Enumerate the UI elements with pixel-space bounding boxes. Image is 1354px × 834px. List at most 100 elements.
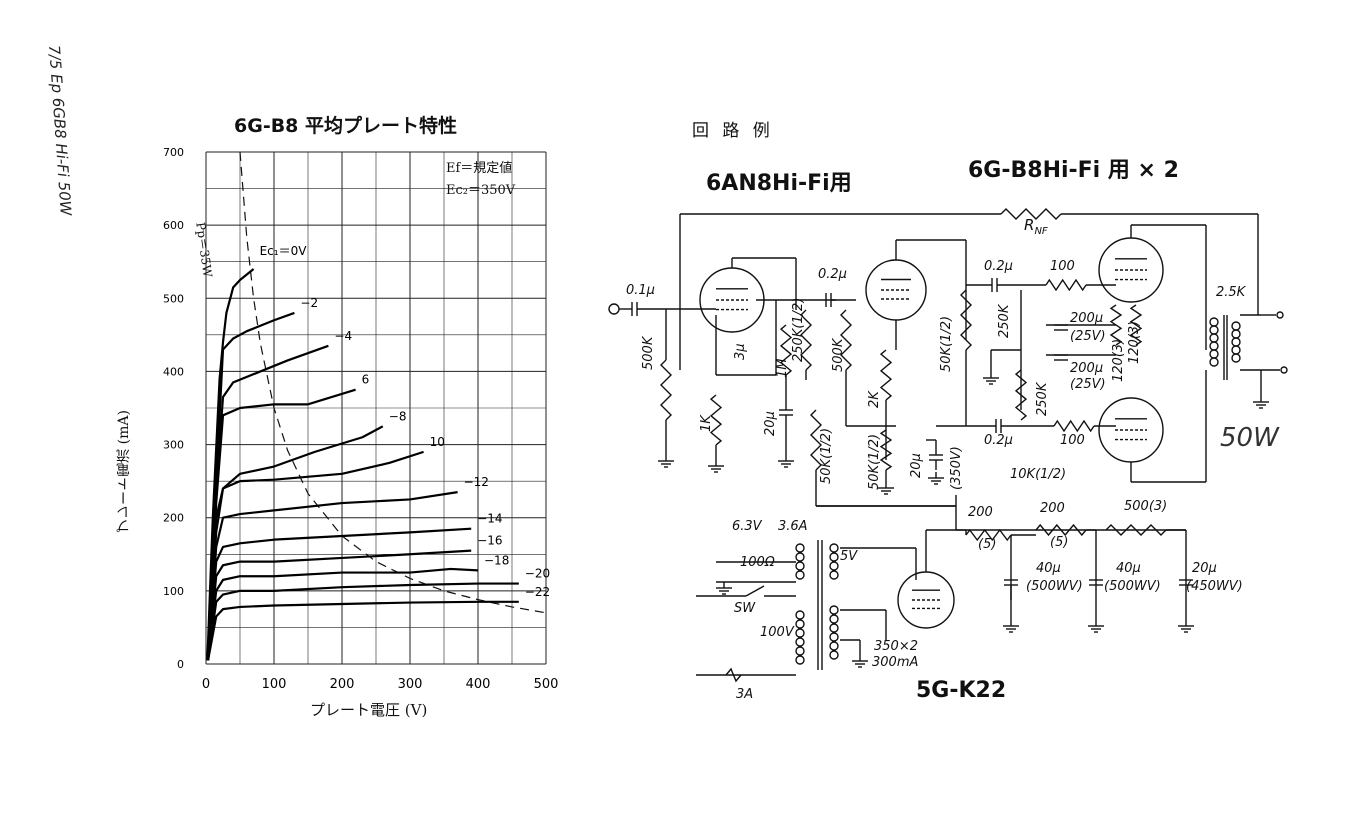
component-label: 2.5K xyxy=(1216,285,1246,300)
component-label: 350×2 xyxy=(874,639,918,654)
x-tick-label: 500 xyxy=(534,677,559,692)
transformer-coil xyxy=(795,610,805,620)
y-tick-label: 600 xyxy=(163,219,184,232)
transformer-coil xyxy=(829,614,839,624)
component-label: 300mA xyxy=(872,655,919,670)
component-label: (25V) xyxy=(1070,329,1106,344)
curve-line xyxy=(206,388,356,661)
schematic-drawing xyxy=(608,208,1288,683)
resistor xyxy=(810,409,822,471)
transformer-coil xyxy=(1209,317,1219,327)
curve-label: −4 xyxy=(334,329,352,343)
component-label: 6.3V xyxy=(732,519,762,534)
curve-label: −8 xyxy=(389,409,407,423)
circuit-heading: 回 路 例 xyxy=(692,121,774,141)
transformer-coil xyxy=(829,552,839,562)
curve-label: −14 xyxy=(477,512,502,526)
transformer-coil xyxy=(829,632,839,642)
component-label: (25V) xyxy=(1070,377,1106,392)
curve-line xyxy=(206,549,472,661)
curve-line xyxy=(206,344,329,661)
component-label: 500(3) xyxy=(1124,499,1168,514)
transformer-coil xyxy=(829,650,839,660)
resistor xyxy=(1105,524,1167,536)
output-terminal-icon xyxy=(1276,311,1284,319)
transformer-coil xyxy=(1209,357,1219,367)
component-label: 10K(1/2) xyxy=(1010,467,1067,482)
stage1-tube-label: 6AN8Hi-Fi用 xyxy=(706,171,852,196)
component-label: (5) xyxy=(1050,535,1069,550)
transformer-coil xyxy=(1231,321,1241,331)
resistor xyxy=(1035,523,1087,537)
output-power-note: 50W xyxy=(1220,423,1279,453)
dissipation-curve xyxy=(239,151,547,614)
x-tick-label: 400 xyxy=(466,677,491,692)
resistor xyxy=(1014,369,1028,421)
x-tick-label: 200 xyxy=(330,677,355,692)
resistor xyxy=(840,309,852,371)
tube-symbol xyxy=(897,571,955,629)
curve-label: −18 xyxy=(484,553,509,567)
fuse-symbol xyxy=(725,667,742,683)
handwritten-margin-note: 7/5 Ep 6GB8 Hi-Fi 50W xyxy=(45,44,75,217)
component-label: 40μ xyxy=(1036,561,1061,576)
curve-line xyxy=(206,268,255,661)
transformer-coil xyxy=(829,570,839,580)
component-label: 100V xyxy=(760,625,794,640)
component-label: 100 xyxy=(1060,433,1085,448)
plate-characteristics-chart: 6G-B8 平均プレート特性 プレート電圧 (V) プレート電流 (mA) Ef… xyxy=(110,110,580,730)
transformer-coil xyxy=(1209,333,1219,343)
component-label: 100 xyxy=(1050,259,1075,274)
curve-label: 6 xyxy=(362,373,370,387)
component-label: 3.6A xyxy=(778,519,808,534)
resistor xyxy=(960,289,972,351)
component-label: 200 xyxy=(1040,501,1065,516)
curve-line xyxy=(206,582,519,661)
curve-label: −22 xyxy=(525,585,550,599)
resistor xyxy=(1129,304,1143,346)
component-label: 0.2μ xyxy=(984,433,1013,448)
condition-ec2: Ec₂＝350V xyxy=(446,183,516,198)
resistor xyxy=(965,528,1012,542)
chart-x-axis-label: プレート電圧 (V) xyxy=(310,701,428,719)
transformer-coil xyxy=(829,623,839,633)
circuit-example: 回 路 例 6AN8Hi-Fi用 6G-B8Hi-Fi 用 × 2 RNF 5G… xyxy=(596,110,1316,710)
transformer-coil xyxy=(795,637,805,647)
transformer-coil xyxy=(1231,353,1241,363)
x-tick-label: 0 xyxy=(202,677,210,692)
curve-line xyxy=(206,567,479,661)
transformer-coil xyxy=(1209,349,1219,359)
transformer-coil xyxy=(795,655,805,665)
component-label: (500WV) xyxy=(1104,579,1161,594)
transformer-coil xyxy=(1231,329,1241,339)
curve-label: −2 xyxy=(300,296,318,310)
transformer-coil xyxy=(1209,341,1219,351)
nfb-resistor-label: RNF xyxy=(1024,216,1048,237)
stage2-tube-label: 6G-B8Hi-Fi 用 × 2 xyxy=(968,158,1179,183)
transformer-coil xyxy=(795,561,805,571)
y-tick-label: 200 xyxy=(163,512,184,525)
component-label: 3A xyxy=(736,687,754,702)
transformer-coil xyxy=(1231,345,1241,355)
curve-label: −12 xyxy=(464,475,489,489)
transformer-coil xyxy=(829,641,839,651)
curve-line xyxy=(206,600,519,661)
output-terminal-icon xyxy=(1280,366,1288,374)
resistor xyxy=(1053,419,1095,433)
transformer-coil xyxy=(795,570,805,580)
transformer-coil xyxy=(829,605,839,615)
component-label: (450WV) xyxy=(1186,579,1243,594)
component-label: 40μ xyxy=(1116,561,1141,576)
y-tick-label: 100 xyxy=(163,585,184,598)
resistor xyxy=(779,324,793,376)
component-label: (5) xyxy=(978,537,997,552)
curve-label: −20 xyxy=(525,567,550,581)
x-tick-label: 300 xyxy=(398,677,423,692)
transformer-coil xyxy=(795,619,805,629)
curve-line xyxy=(206,425,384,661)
resistor xyxy=(879,349,893,401)
y-tick-label: 300 xyxy=(163,439,184,452)
transformer-coil xyxy=(1231,337,1241,347)
